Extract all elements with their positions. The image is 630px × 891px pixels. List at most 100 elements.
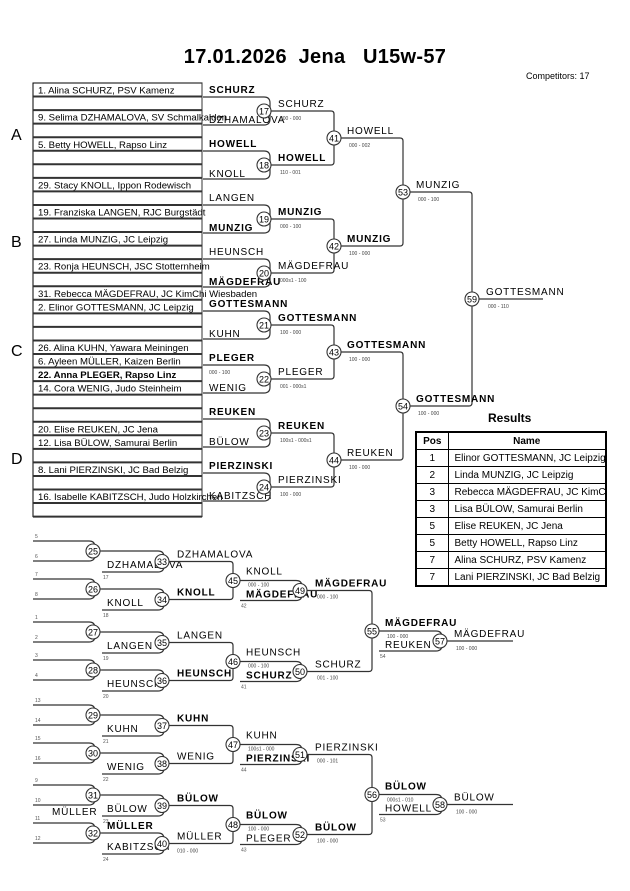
ref-number: 24: [103, 857, 109, 863]
fight-number: 56: [367, 790, 377, 800]
results-header-pos: Pos: [415, 431, 449, 450]
competitor-name: KABITZSCH: [107, 842, 170, 853]
result-name: Rebecca MÄGDEFRAU, JC KimChi Wiesbaden: [447, 483, 607, 501]
fight-number: 32: [88, 829, 98, 839]
fight-number: 36: [157, 676, 167, 686]
competitor-name: BÜLOW: [177, 792, 219, 805]
competitor-name: DZHAMALOVA: [209, 115, 285, 126]
draw-entry: 26. Alina KUHN, Yawara Meiningen: [38, 343, 189, 354]
fight-number: 17: [259, 107, 269, 117]
competitor-name: KNOLL: [209, 169, 246, 180]
ref-number: 53: [380, 818, 386, 824]
competitor-name: MUNZIG: [347, 234, 391, 245]
score-label: 100 - 000: [349, 251, 370, 257]
score-label: 000 - 110: [488, 304, 509, 310]
competitor-name: PIERZINSKI: [278, 475, 342, 486]
score-label: 100 - 000: [387, 634, 408, 640]
competitor-name: WENIG: [177, 752, 215, 763]
competitor-name: PLEGER: [246, 834, 291, 845]
result-name: Linda MUNZIG, JC Leipzig: [447, 466, 607, 484]
competitor-name: SCHURZ: [209, 85, 255, 96]
ref-number: 9: [35, 778, 38, 784]
ref-number: 44: [241, 768, 247, 774]
winner-name: GOTTESMANN: [486, 287, 565, 298]
ref-number: 42: [241, 604, 247, 610]
competitor-name: WENIG: [107, 762, 145, 773]
fight-number: 25: [88, 547, 98, 557]
fight-number: 44: [329, 456, 339, 466]
ref-number: 7: [35, 572, 38, 578]
competitor-name: DZHAMALOVA: [177, 550, 253, 561]
score-label: 000s1 - 010: [387, 798, 414, 804]
score-label: 100 - 000: [456, 646, 477, 652]
draw-entry: 9. Selima DZHAMALOVA, SV Schmalkalden: [38, 113, 227, 124]
competitor-name: MUNZIG: [416, 180, 460, 191]
score-label: 000 - 100: [418, 197, 439, 203]
competitors-count: Competitors: 17: [526, 71, 590, 81]
fight-number: 49: [295, 586, 305, 596]
fight-number-circle: [256, 425, 272, 441]
competitor-name: KNOLL: [107, 598, 144, 609]
result-pos: 7: [415, 568, 449, 587]
fight-number: 28: [88, 666, 98, 676]
competitor-name: GOTTESMANN: [416, 394, 495, 405]
competitor-name: REUKEN: [347, 448, 393, 459]
competitor-name: LANGEN: [107, 641, 153, 652]
competitor-name: HOWELL: [278, 153, 326, 164]
score-label: 100 - 000: [317, 839, 338, 845]
score-label: 100 - 000: [349, 465, 370, 471]
result-name: Lani PIERZINSKI, JC Bad Belzig: [447, 568, 607, 587]
competitor-name: HEUNSCH: [209, 247, 264, 258]
pool-label-d: D: [11, 451, 23, 468]
ref-number: 19: [103, 656, 109, 662]
competitor-name: MÜLLER: [177, 831, 222, 843]
ref-number: 41: [241, 685, 247, 691]
draw-entry: 1. Alina SCHURZ, PSV Kamenz: [38, 86, 175, 97]
fight-number: 27: [88, 628, 98, 638]
competitor-name: PLEGER: [209, 353, 255, 364]
fight-number-circle: [256, 211, 272, 227]
fight-number: 37: [157, 721, 167, 731]
fight-number: 23: [259, 429, 269, 439]
result-pos: 7: [415, 551, 449, 569]
competitor-name: REUKEN: [209, 407, 256, 418]
fight-number-circle: [256, 317, 272, 333]
competitor-name: BÜLOW: [209, 436, 250, 448]
competitor-name: HEUNSCH: [246, 648, 301, 659]
fight-number: 59: [467, 295, 477, 305]
competitor-name: MUNZIG: [209, 223, 253, 234]
fight-number-circle: [326, 238, 342, 254]
competitor-name: PIERZINSKI: [315, 743, 379, 754]
fight-number-circle: [256, 265, 272, 281]
score-label: 000 - 002: [349, 143, 370, 149]
result-pos: 2: [415, 466, 449, 484]
fight-number: 47: [228, 740, 238, 750]
fight-number-circle: [256, 479, 272, 495]
bracket-connector: [403, 191, 473, 407]
score-label: 100 - 000: [280, 330, 301, 336]
pool-label-b: B: [11, 234, 22, 251]
ref-number: 16: [35, 756, 41, 762]
score-label: 000s1 - 100: [280, 278, 307, 284]
competitor-name: HOWELL: [347, 126, 394, 137]
score-label: 000 - 100: [317, 595, 338, 601]
draw-entry: 22. Anna PLEGER, Rapso Linz: [38, 370, 176, 381]
fight-number: 20: [259, 269, 269, 279]
fight-number: 24: [259, 483, 269, 493]
competitor-name: BÜLOW: [385, 780, 427, 793]
competitor-name: MÄGDEFRAU: [278, 260, 349, 272]
score-label: 100 - 000: [349, 357, 370, 363]
ref-number: 54: [380, 654, 386, 660]
result-name: Elinor GOTTESMANN, JC Leipzig: [447, 449, 607, 467]
fight-number: 30: [88, 749, 98, 759]
draw-entry: 2. Elinor GOTTESMANN, JC Leipzig: [38, 302, 194, 313]
ref-number: 2: [35, 635, 38, 641]
competitor-name: MÄGDEFRAU: [385, 616, 457, 629]
result-name: Lisa BÜLOW, Samurai Berlin: [447, 500, 607, 518]
ref-number: 18: [103, 613, 109, 619]
competitor-name: MUNZIG: [278, 207, 322, 218]
